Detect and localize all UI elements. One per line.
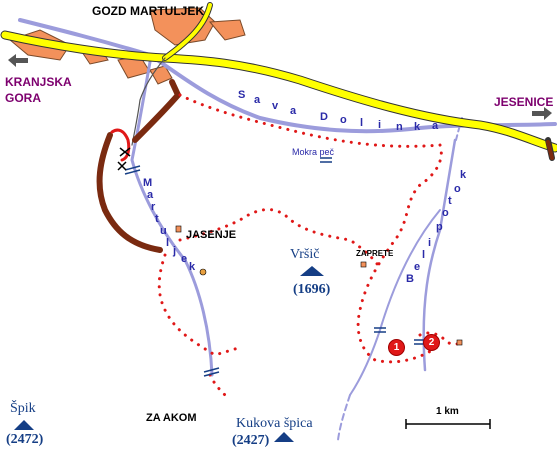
trail-sava-north (178, 93, 442, 148)
marker-1: 1 (388, 339, 405, 356)
river-letter: a (290, 105, 297, 117)
river-letter: k (414, 121, 421, 133)
peak-triangle-vrsic (300, 266, 324, 276)
river-letter: i (378, 119, 382, 131)
river-martuljek (130, 60, 214, 377)
trail-marker-two (418, 331, 462, 346)
arrow-right-icon (532, 107, 552, 120)
river-letter: a (254, 94, 261, 106)
label-vrsic-elevation: (1696) (293, 282, 331, 297)
stream-tributary-dashed (337, 394, 351, 441)
rivers (18, 18, 557, 441)
label-kukova-spica: Kukova špica (236, 416, 313, 431)
river-letter: k (189, 261, 196, 273)
stream-beli-potok (422, 138, 457, 372)
river-letter: o (454, 183, 461, 195)
road-stub-east-fill (546, 140, 554, 160)
label-spik-elevation: (2472) (6, 432, 44, 447)
marker-2: 2 (423, 334, 440, 351)
forest-road-north (169, 79, 181, 98)
scale-label: 1 km (436, 406, 459, 417)
label-vrsic: Vršič (290, 247, 320, 262)
river-letter: o (340, 114, 347, 126)
river-letter: i (428, 237, 432, 249)
side-road (163, 3, 212, 60)
river-letter: k (460, 169, 467, 181)
river-letter: v (272, 100, 279, 112)
label-kranjska-line1: KRANJSKA (5, 75, 72, 89)
stream-tributary (349, 209, 441, 396)
forest-road-upper (132, 92, 181, 143)
river-letter: r (151, 201, 156, 213)
spring-marker (199, 268, 207, 276)
river-letter: u (160, 225, 167, 237)
trail-east (356, 143, 443, 364)
river-letter: D (320, 111, 328, 123)
road-to-martuljek (131, 57, 166, 146)
bridges (124, 157, 426, 377)
label-za-akom: ZA AKOM (146, 412, 197, 424)
river-letter: l (422, 249, 426, 261)
peak-triangle-kukova (274, 432, 294, 442)
label-jasenje: JASENJE (186, 229, 237, 241)
river-letter: p (436, 221, 443, 233)
arrow-left-icon (8, 54, 28, 67)
forest-road-west (96, 132, 163, 253)
hut-marker-east (456, 339, 463, 346)
label-spik: Špik (10, 401, 36, 416)
trail-jasenje-south (157, 253, 240, 357)
roads (0, 2, 557, 161)
scale-bar (405, 419, 491, 429)
river-letter: M (143, 177, 153, 189)
label-mokra-pec: Mokra peč (292, 147, 335, 157)
trail-west-south (208, 373, 227, 397)
river-letter: n (396, 121, 403, 133)
label-gozd-martuljek: GOZD MARTULJEK (92, 4, 204, 18)
river-letter: S (238, 89, 246, 101)
label-zaprete: ZAPRETE (356, 249, 394, 258)
label-kranjska-line2: GORA (5, 91, 41, 105)
river-letter: a (147, 189, 154, 201)
main-road (1, 31, 557, 152)
trail-loop-north (110, 128, 131, 162)
river-letter: t (155, 213, 159, 225)
river-letter: B (406, 273, 414, 285)
peak-triangle-spik (14, 420, 34, 430)
trails (110, 93, 462, 397)
crossings (117, 147, 131, 171)
river-letter: j (173, 245, 177, 257)
river-letter: e (181, 253, 188, 265)
label-kukova-elevation: (2427) (232, 433, 270, 448)
river-letter: l (166, 237, 170, 249)
hut-marker-zaprete (360, 261, 367, 268)
hut-marker-jasenje (175, 225, 182, 233)
label-jesenice: JESENICE (494, 95, 554, 109)
river-letter: o (442, 207, 449, 219)
river-letter: e (414, 261, 421, 273)
forest-roads (96, 79, 181, 253)
river-letter: l (360, 117, 364, 129)
river-letter: t (448, 195, 452, 207)
river-letter: a (432, 120, 439, 132)
